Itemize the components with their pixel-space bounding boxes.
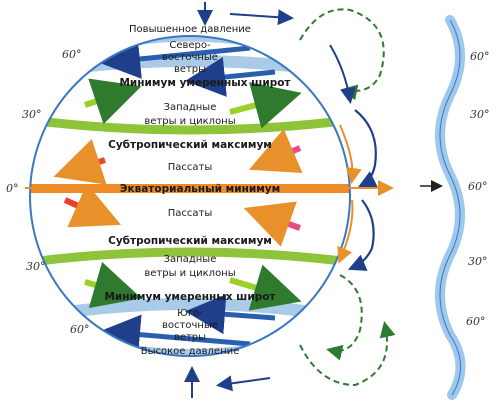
hadley-return-north <box>339 124 362 184</box>
label-west-south-1: Западные <box>164 254 217 265</box>
label-top-high: Повышенное давление <box>129 24 251 35</box>
lat-left-n60: 60° <box>62 48 82 61</box>
south-trade-arrow-2 <box>243 201 302 247</box>
westerly-south-arrow-1 <box>84 261 142 309</box>
label-min-south: Минимум умеренных широт <box>104 291 276 303</box>
label-subtrop-north: Субтропический максимум <box>108 139 272 151</box>
lat-right-s30: 30° <box>468 255 488 268</box>
circulation-cells <box>216 8 396 392</box>
lat-left-n30: 30° <box>22 108 42 121</box>
polar-cell-south <box>299 321 396 387</box>
label-se-winds-2: восточные <box>162 320 218 331</box>
label-se-winds-1: Юго- <box>177 308 203 319</box>
westerly-north-arrow-1 <box>84 78 142 125</box>
ne-wind-arrow-2 <box>185 57 276 97</box>
hadley-cell-south <box>347 199 375 271</box>
label-west-north-2: ветры и циклоны <box>144 116 235 127</box>
top-flow-arrow <box>229 9 294 26</box>
westerly-south-arrow-2 <box>229 264 302 311</box>
label-ne-winds-3: ветры <box>174 64 206 75</box>
label-trades-north: Пассаты <box>168 162 213 173</box>
label-ne-winds-1: Северо- <box>169 40 211 51</box>
label-bottom-high: Высокое давление <box>141 346 240 357</box>
lat-right-eq: 60° <box>468 180 488 193</box>
se-wind-arrow-2 <box>100 314 251 355</box>
label-trades-south: Пассаты <box>168 208 213 219</box>
ne-wind-arrow-1 <box>100 39 251 79</box>
lat-right-n30: 30° <box>470 108 490 121</box>
ferrel-cell-north-outer <box>329 44 356 104</box>
hadley-return-south <box>337 199 354 264</box>
south-subtropical-band <box>30 247 350 267</box>
label-west-south-2: ветры и циклоны <box>144 268 235 279</box>
lat-left-s60: 60° <box>70 323 90 336</box>
label-west-north-1: Западные <box>164 102 217 113</box>
ferrel-cell-south <box>326 274 363 361</box>
label-se-winds-3: ветры <box>174 332 206 343</box>
lat-left-s30: 30° <box>26 260 46 273</box>
label-subtrop-south: Субтропический максимум <box>108 235 272 247</box>
label-ne-winds-2: восточные <box>162 52 218 63</box>
south-trade-arrow-1 <box>63 183 121 228</box>
lat-right-s60: 60° <box>466 315 486 328</box>
bottom-flow-arrow <box>216 375 271 392</box>
north-trade-arrow-1 <box>53 139 107 185</box>
north-subtropical-band <box>30 115 350 135</box>
se-wind-arrow-1 <box>185 294 276 335</box>
label-min-north: Минимум умеренных широт <box>119 77 291 89</box>
lat-right-n60: 60° <box>470 50 490 63</box>
hadley-cell-north <box>354 109 378 187</box>
lat-left-eq: 0° <box>6 182 19 195</box>
north-trade-arrow-2 <box>248 128 303 174</box>
label-equator: Экваториальный минимум <box>120 183 280 195</box>
polar-cell-north <box>299 8 385 101</box>
tropopause-profile <box>420 15 466 400</box>
westerly-north-arrow-2 <box>229 82 302 129</box>
